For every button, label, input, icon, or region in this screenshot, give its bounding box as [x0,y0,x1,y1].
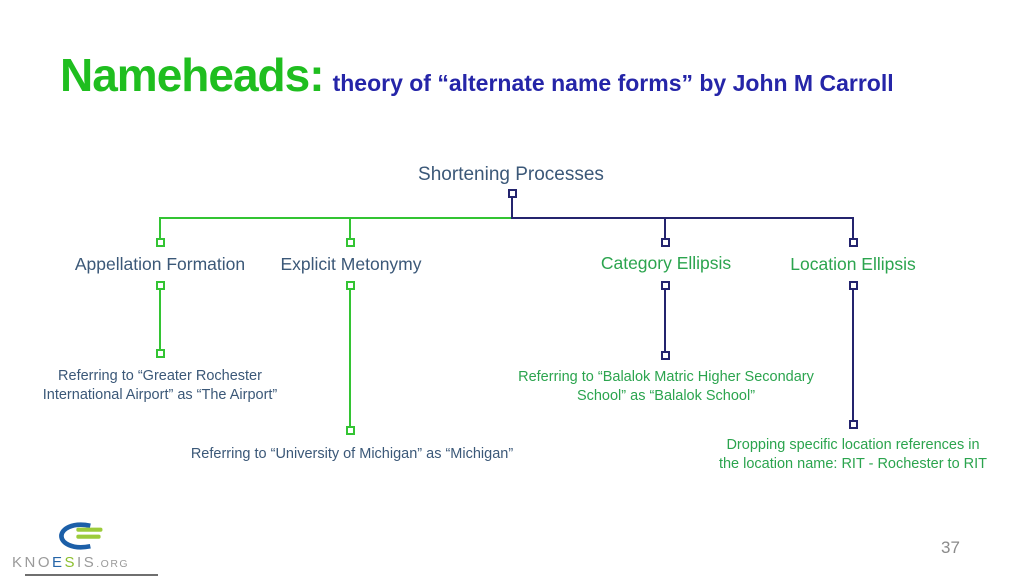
connector-square [849,420,858,429]
connector-square [346,238,355,247]
branch-drop-line [852,219,854,238]
example-category-ellipsis: Referring to “Balalok Matric Higher Seco… [518,369,814,404]
knoesis-logo-text: KNOESIS.ORG [12,554,129,571]
branch-drop-line [664,219,666,238]
page-number: 37 [941,538,960,557]
node-shortening-processes: Shortening Processes [418,164,604,185]
connector-square [156,349,165,358]
node-appellation-formation: Appellation Formation [74,254,246,274]
node-location-ellipsis: Location Ellipsis [790,254,916,274]
slide-title: Nameheads: theory of “alternate name for… [60,48,894,102]
knoesis-logo-icon [59,522,103,550]
root-drop-line [511,197,513,218]
example-connector-line [349,289,351,426]
connector-square [849,238,858,247]
example-connector-line [159,289,161,349]
trunk-line-green [159,217,513,219]
logo-letter-s: S [64,554,78,571]
example-explicit-metonymy: Referring to “University of Michigan” as… [190,446,514,462]
title-main: Nameheads: [60,49,325,101]
logo-org-suffix: .ORG [96,558,130,570]
trunk-line-navy [511,217,854,219]
node-category-ellipsis: Category Ellipsis [600,253,732,273]
connector-square [346,426,355,435]
connector-square [661,238,670,247]
example-appellation-formation: Referring to “Greater Rochester Internat… [42,368,278,403]
logo-underline [25,574,158,576]
branch-drop-line [349,219,351,238]
logo-letters-kno: KNO [12,554,53,571]
connector-square [661,351,670,360]
node-explicit-metonymy: Explicit Metonymy [280,254,422,274]
branch-drop-line [159,219,161,238]
connector-square [156,238,165,247]
logo-letters-is: IS [77,554,97,571]
example-connector-line [852,289,854,420]
knoesis-logo: KNOESIS.ORG [10,520,170,576]
example-location-ellipsis: Dropping specific location references in… [718,437,988,472]
title-sub: theory of “alternate name forms” by John… [332,70,894,96]
logo-letter-e: E [52,554,65,571]
example-connector-line [664,289,666,351]
